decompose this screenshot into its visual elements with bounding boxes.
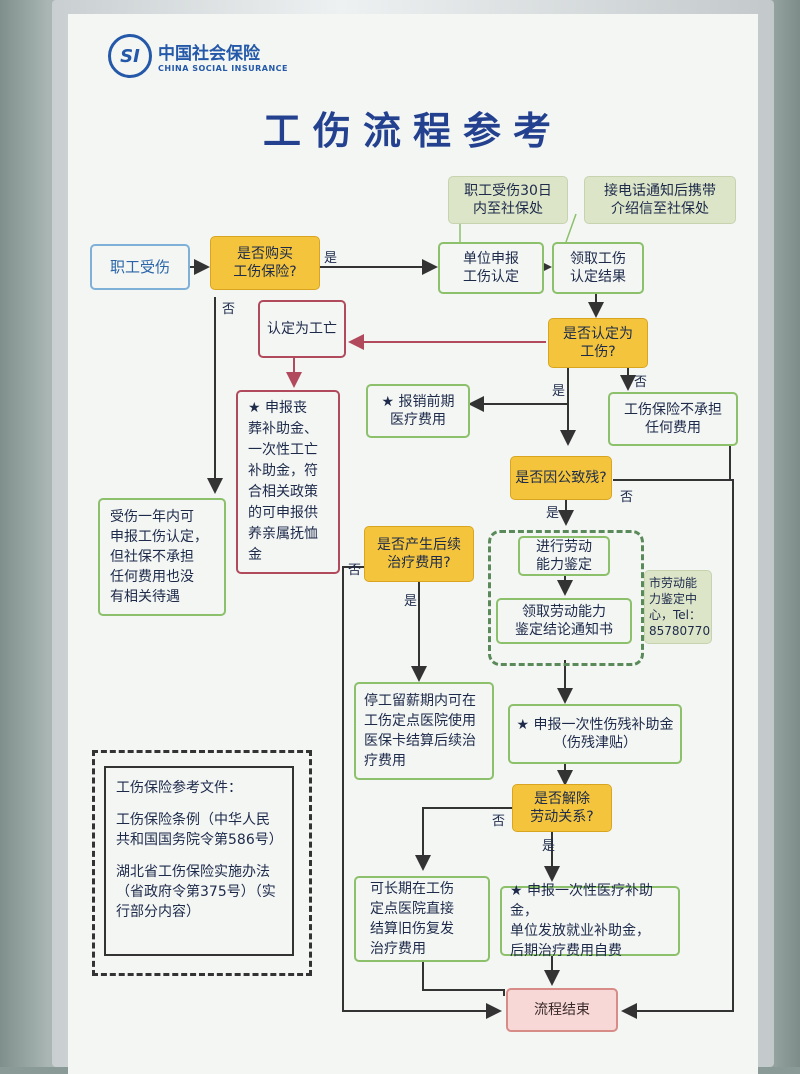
node-died: 认定为工亡 xyxy=(258,300,346,358)
reference-heading: 工伤保险参考文件： xyxy=(116,780,242,796)
node-employer-apply: 单位申报 工伤认定 xyxy=(438,242,544,294)
note-appraisal-center: 市劳动能 力鉴定中 心，Tel： 85780770 xyxy=(644,570,712,644)
note-connector-phone xyxy=(565,213,577,243)
node-bought-insurance: 是否购买 工伤保险? xyxy=(210,236,320,290)
reference-doc-2: 湖北省工伤保险实施办法（省政府令第375号）（实行部分内容） xyxy=(116,864,276,920)
node-end: 流程结束 xyxy=(506,988,618,1032)
label-terminate-yes: 是 xyxy=(542,839,556,854)
label-bought-yes: 是 xyxy=(324,251,338,266)
node-followup: 是否产生后续 治疗费用? xyxy=(364,526,474,582)
line-long-term-to-end xyxy=(422,962,505,996)
node-long-term: 可长期在工伤 定点医院直接 结算旧伤复发 治疗费用 xyxy=(354,876,490,962)
node-disability-subsidy: ★ 申报一次性伤残补助金 （伤残津贴） xyxy=(508,704,682,764)
poster-board: SI 中国社会保险 CHINA SOCIAL INSURANCE 工伤流程参考 xyxy=(68,14,758,1074)
node-paid-leave: 停工留薪期内可在 工伤定点医院使用 医保卡结算后续治 疗费用 xyxy=(354,682,494,780)
reference-doc-1: 工伤保险条例（中华人民共和国国务院令第586号） xyxy=(116,812,283,848)
node-appraisal: 进行劳动 能力鉴定 xyxy=(518,536,610,576)
label-recognized-no: 否 xyxy=(634,375,648,390)
reference-outer-frame xyxy=(92,750,312,976)
node-death-benefits: ★ 申报丧 葬补助金、 一次性工亡 补助金，符 合相关政策 的可申报供 养亲属抚… xyxy=(236,390,340,574)
node-no-insurance: 受伤一年内可 申报工伤认定， 但社保不承担 任何费用也没 有相关待遇 xyxy=(98,498,226,616)
node-reimburse: ★ 报销前期 医疗费用 xyxy=(366,384,470,438)
label-disabled-no: 否 xyxy=(620,490,634,505)
label-disabled-yes: 是 xyxy=(546,506,560,521)
appraisal-group xyxy=(488,530,644,666)
label-followup-no: 否 xyxy=(348,563,362,578)
node-injured: 职工受伤 xyxy=(90,244,190,290)
arrow-terminate-no xyxy=(415,807,512,871)
node-not-covered: 工伤保险不承担 任何费用 xyxy=(608,392,738,446)
node-disabled: 是否因公致残? xyxy=(510,456,612,500)
reference-panel: 工伤保险参考文件： 工伤保险条例（中华人民共和国国务院令第586号） 湖北省工伤… xyxy=(104,766,294,956)
page-title: 工伤流程参考 xyxy=(262,109,563,153)
node-receive-result: 领取工伤 认定结果 xyxy=(552,242,644,294)
label-followup-yes: 是 xyxy=(404,594,418,609)
social-insurance-logo-icon: SI xyxy=(108,34,152,78)
node-terminate: 是否解除 劳动关系? xyxy=(512,784,612,832)
node-recognized: 是否认定为 工伤? xyxy=(548,318,648,368)
arrow-disabled-no xyxy=(613,479,734,1019)
logo-name-cn: 中国社会保险 xyxy=(158,44,260,64)
logo-name-en: CHINA SOCIAL INSURANCE xyxy=(158,64,289,73)
note-within-30-days: 职工受伤30日 内至社保处 xyxy=(448,176,568,224)
label-bought-no: 否 xyxy=(222,302,236,317)
node-medical-subsidy: ★ 申报一次性医疗补助金， 单位发放就业补助金， 后期治疗费用自费 xyxy=(500,883,680,959)
node-appraisal-notice: 领取劳动能力 鉴定结论通知书 xyxy=(496,598,632,644)
note-notified-by-phone: 接电话通知后携带 介绍信至社保处 xyxy=(584,176,736,224)
flow-arrows xyxy=(190,213,734,1019)
arrow-followup-no xyxy=(342,566,502,1019)
label-recognized-yes: 是 xyxy=(552,384,566,399)
label-terminate-no: 否 xyxy=(492,814,506,829)
logo: SI 中国社会保险 CHINA SOCIAL INSURANCE xyxy=(108,34,288,78)
